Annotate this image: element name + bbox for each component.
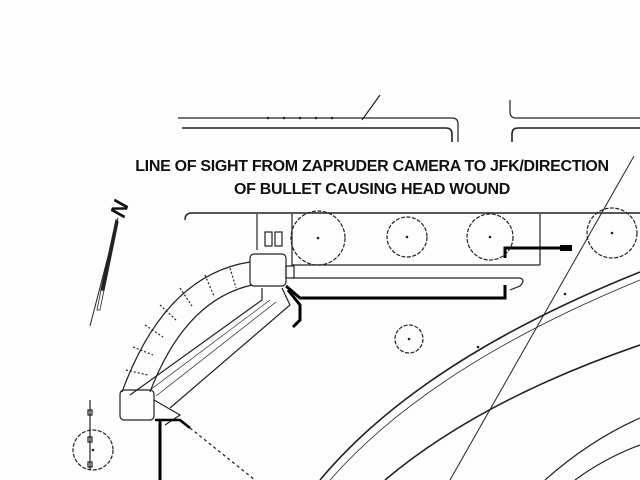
diagram-title-line-2: OF BULLET CAUSING HEAD WOUND: [233, 181, 511, 198]
dashed-path: [189, 427, 256, 480]
tree-centers: [91, 231, 614, 452]
north-arrow: [89, 217, 119, 327]
diagram-title-line-1: LINE OF SIGHT FROM ZAPRUDER CAMERA TO JF…: [135, 158, 609, 175]
road-curves: [319, 271, 640, 480]
elm-street-curb: [178, 94, 640, 142]
pergola: [119, 253, 295, 426]
line-of-sight: [449, 155, 635, 480]
diagram-title: LINE OF SIGHT FROM ZAPRUDER CAMERA TO JF…: [52, 155, 640, 201]
lamp-posts: [87, 400, 93, 470]
trees: [72, 207, 638, 471]
plaza-wall: [184, 212, 640, 291]
